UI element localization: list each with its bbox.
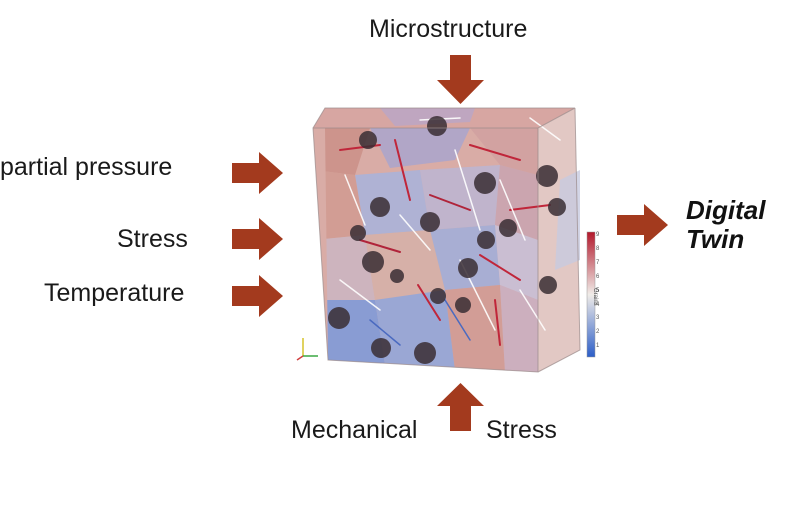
colorbar-tick: 2 — [596, 329, 600, 336]
axes-triad — [296, 338, 318, 361]
arrow-bottom-mechanical-stress — [437, 383, 484, 431]
twin-lines — [339, 117, 561, 346]
arrows — [232, 55, 668, 431]
label-partial-pressure: partial pressure — [0, 153, 173, 181]
colorbar-tick: 1 — [596, 343, 600, 350]
output-digital-twin: Digital Twin — [686, 195, 766, 255]
microstructure-cube — [312, 107, 581, 373]
label-temperature: Temperature — [44, 279, 185, 307]
colorbar-title: Grains — [592, 288, 598, 306]
colorbar-tick: 5 — [596, 287, 600, 294]
colorbar-tick: 3 — [596, 315, 600, 322]
label-mechanical: Mechanical — [291, 416, 418, 444]
label-stress: Stress — [117, 225, 188, 253]
colorbar-ticks: 9 8 7 6 5 4 3 2 1 — [596, 229, 608, 354]
colorbar-tick: 6 — [596, 273, 600, 280]
arrow-right-digital-twin — [617, 204, 668, 246]
colorbar — [586, 231, 596, 358]
label-bottom-stress: Stress — [486, 416, 557, 444]
colorbar-tick: 7 — [596, 259, 600, 266]
arrow-top-microstructure — [437, 55, 484, 104]
arrow-left-temperature — [232, 275, 283, 317]
arrow-left-stress — [232, 218, 283, 260]
output-line-1: Digital — [686, 195, 766, 225]
output-line-2: Twin — [686, 224, 745, 255]
arrow-left-partial-pressure — [232, 152, 283, 194]
grain-particles — [328, 116, 566, 364]
label-microstructure: Microstructure — [369, 15, 528, 43]
colorbar-tick: 9 — [596, 232, 600, 238]
colorbar-tick: 8 — [596, 245, 600, 252]
colorbar-tick: 4 — [596, 301, 600, 308]
